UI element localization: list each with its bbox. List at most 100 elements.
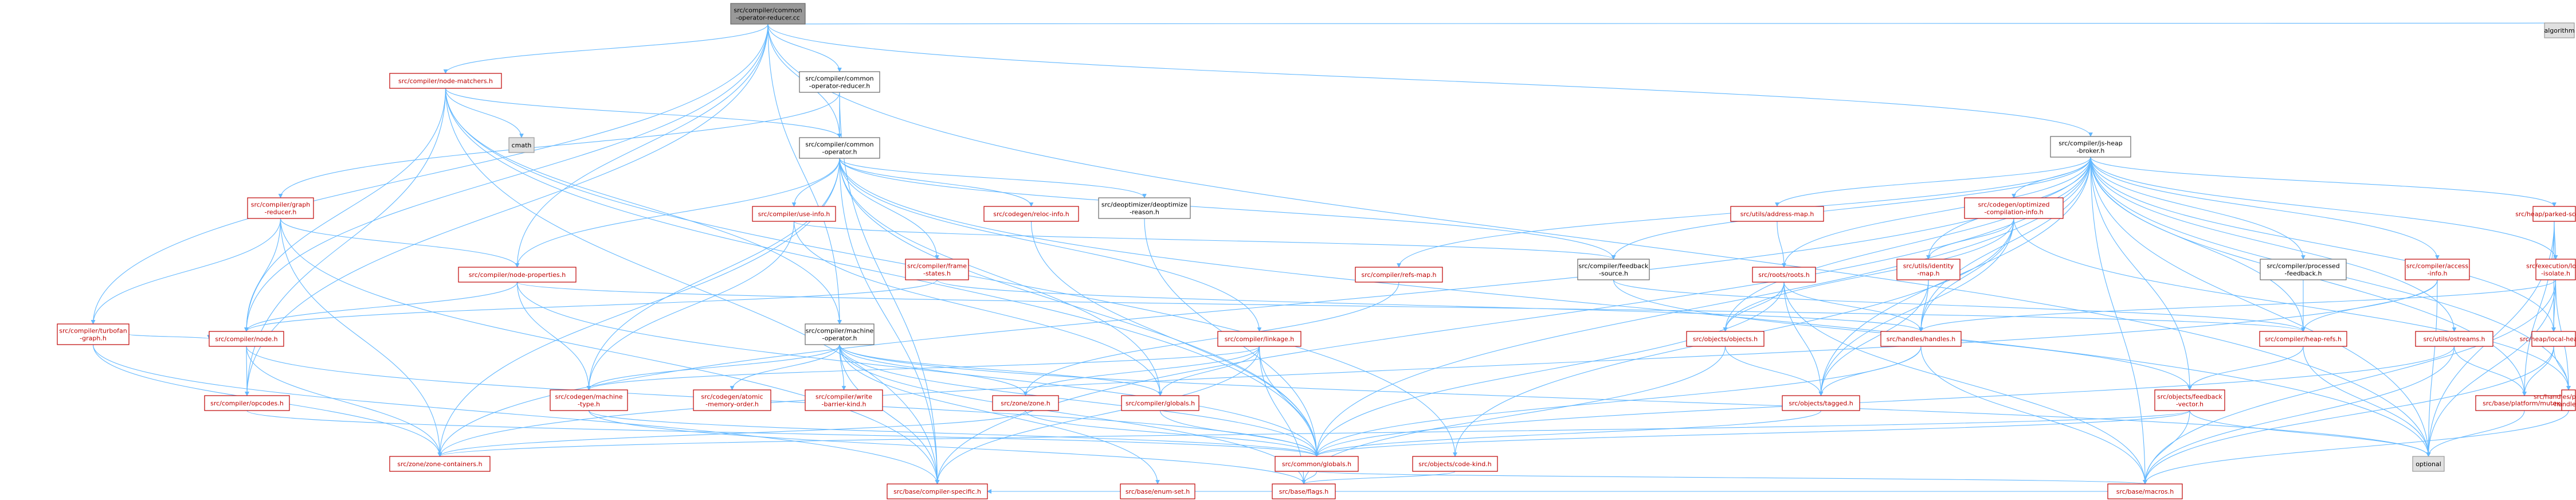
- edge-node-properties-to-common-globals: [516, 282, 1319, 457]
- graph-node-optional[interactable]: optional: [2412, 456, 2445, 472]
- edge-line: [437, 158, 840, 457]
- edge-opt-comp-info-to-identity-map: [1926, 218, 2014, 260]
- graph-node-opt-comp-info[interactable]: src/codegen/optimized-compilation-info.h: [1964, 197, 2064, 219]
- edge-code-kind-to-flags: [1301, 471, 1456, 485]
- edge-line: [2301, 279, 2438, 332]
- graph-node-feedback-vector[interactable]: src/objects/feedback-vector.h: [2154, 389, 2225, 411]
- graph-node-parked-scope[interactable]: src/heap/parked-scope.h: [2515, 206, 2576, 222]
- graph-node-node-properties[interactable]: src/compiler/node-properties.h: [458, 267, 577, 283]
- graph-node-algorithm[interactable]: algorithm: [2544, 22, 2575, 38]
- edge-line: [1919, 218, 2014, 332]
- edge-machine-operator-to-enum-set: [839, 344, 1160, 485]
- graph-node-enum-set[interactable]: src/base/enum-set.h: [1120, 483, 1195, 499]
- graph-node-macros[interactable]: src/base/macros.h: [2107, 483, 2183, 499]
- graph-node-machine-type[interactable]: src/codegen/machine-type.h: [550, 389, 628, 411]
- edge-turbofan-graph-to-compiler-specific: [92, 344, 940, 485]
- graph-node-heap-refs[interactable]: src/compiler/heap-refs.h: [2259, 331, 2347, 347]
- graph-node-write-barrier-kind[interactable]: src/compiler/write-barrier-kind.h: [805, 389, 883, 411]
- edge-root-to-opcodes: [245, 24, 769, 396]
- edge-line: [935, 157, 2091, 485]
- edge-line: [2553, 346, 2571, 390]
- graph-node-common-operator[interactable]: src/compiler/common-operator.h: [799, 137, 880, 159]
- graph-node-feedback-source[interactable]: src/compiler/feedback-source.h: [1577, 259, 1650, 280]
- edge-common-operator-to-frame-states: [839, 158, 939, 260]
- node-label: src/objects/feedback: [2157, 393, 2222, 401]
- graph-node-refs-map[interactable]: src/compiler/refs-map.h: [1355, 267, 1443, 283]
- graph-node-machine-operator[interactable]: src/compiler/machine-operator.h: [805, 323, 875, 345]
- graph-node-globals-compiler[interactable]: src/compiler/globals.h: [1121, 395, 1199, 411]
- edge-line: [839, 344, 940, 485]
- graph-node-persistent-handles[interactable]: src/handles/persistent-handles.h: [2534, 389, 2576, 411]
- graph-node-platform-mutex[interactable]: src/base/platform/mutex.h: [2475, 395, 2574, 411]
- node-label: src/zone/zone-containers.h: [397, 460, 482, 468]
- graph-node-access-info[interactable]: src/compiler/access-info.h: [2405, 259, 2470, 280]
- graph-node-use-info[interactable]: src/compiler/use-info.h: [752, 206, 836, 222]
- edge-root-to-optional: [767, 24, 2431, 457]
- graph-node-objects-objects[interactable]: src/objects/objects.h: [1686, 331, 1765, 347]
- edge-linkage-to-compiler-specific: [935, 346, 1260, 485]
- graph-node-compiler-specific[interactable]: src/base/compiler-specific.h: [887, 483, 988, 499]
- edge-line: [1301, 471, 1456, 485]
- graph-node-deopt-reason[interactable]: src/deoptimizer/deoptimize-reason.h: [1098, 197, 1191, 219]
- graph-node-address-map[interactable]: src/utils/address-map.h: [1730, 206, 1824, 222]
- edge-line: [515, 158, 840, 268]
- edge-line: [839, 344, 1160, 485]
- graph-node-frame-states[interactable]: src/compiler/frame-states.h: [905, 259, 969, 280]
- node-box: [508, 137, 535, 153]
- edge-line: [1314, 346, 2455, 457]
- edge-line: [280, 218, 940, 485]
- graph-node-local-heap[interactable]: src/heap/local-heap.h: [2520, 331, 2576, 347]
- edge-root-to-machine-operator: [767, 24, 842, 325]
- graph-node-cor-h[interactable]: src/compiler/common-operator-reducer.h: [799, 71, 880, 93]
- node-box: [2535, 259, 2576, 280]
- graph-node-zone-containers[interactable]: src/zone/zone-containers.h: [389, 456, 491, 472]
- edge-line: [1611, 157, 2091, 260]
- node-box: [2154, 389, 2225, 411]
- edge-line: [1723, 218, 2014, 332]
- graph-node-node-matchers[interactable]: src/compiler/node-matchers.h: [389, 73, 502, 89]
- graph-node-tagged[interactable]: src/objects/tagged.h: [1782, 395, 1860, 411]
- graph-node-roots[interactable]: src/roots/roots.h: [1752, 267, 1816, 283]
- graph-node-ostreams[interactable]: src/utils/ostreams.h: [2415, 331, 2493, 347]
- graph-node-turbofan-graph[interactable]: src/compiler/turbofan-graph.h: [57, 323, 130, 345]
- edge-ostreams-to-common-globals: [1314, 346, 2455, 457]
- graph-node-common-globals[interactable]: src/common/globals.h: [1275, 456, 1359, 472]
- graph-node-node[interactable]: src/compiler/node.h: [209, 331, 284, 347]
- node-label: src/compiler/turbofan: [59, 327, 127, 335]
- node-box: [887, 483, 988, 499]
- edge-line: [2143, 410, 2569, 485]
- graph-node-identity-map[interactable]: src/utils/identity-map.h: [1896, 259, 1961, 280]
- edge-use-info-to-machine-type: [586, 221, 795, 390]
- edge-line: [445, 88, 524, 138]
- node-label: src/codegen/reloc-info.h: [993, 210, 1069, 218]
- graph-node-root[interactable]: src/compiler/common-operator-reducer.cc: [730, 3, 806, 25]
- graph-node-reloc-info[interactable]: src/codegen/reloc-info.h: [983, 206, 1079, 222]
- graph-node-graph-reducer[interactable]: src/compiler/graph-reducer.h: [247, 197, 314, 219]
- graph-node-js-heap-broker[interactable]: src/compiler/js-heap-broker.h: [2050, 136, 2131, 158]
- graph-node-code-kind[interactable]: src/objects/code-kind.h: [1412, 456, 1498, 472]
- graph-node-opcodes[interactable]: src/compiler/opcodes.h: [204, 395, 290, 411]
- edge-node-matchers-to-common-operator: [445, 88, 842, 138]
- edge-line: [1314, 282, 1785, 457]
- edge-js-heap-broker-to-feedback-vector: [2090, 157, 2192, 390]
- node-box: [1412, 456, 1498, 472]
- graph-node-flags[interactable]: src/base/flags.h: [1272, 483, 1336, 499]
- graph-node-cmath[interactable]: cmath: [508, 137, 535, 153]
- edge-line: [839, 158, 1262, 332]
- node-label: src/compiler/node-properties.h: [469, 271, 566, 279]
- node-label: src/roots/roots.h: [1758, 271, 1810, 279]
- graph-node-handles[interactable]: src/handles/handles.h: [1880, 331, 1962, 347]
- edge-line: [245, 346, 249, 396]
- graph-node-local-isolate[interactable]: src/execution/local-isolate.h: [2526, 259, 2576, 280]
- edge-line: [839, 92, 940, 485]
- graph-node-zone[interactable]: src/zone/zone.h: [992, 395, 1059, 411]
- edge-line: [1920, 346, 2147, 485]
- graph-node-processed-feedback[interactable]: src/compiler/processed-feedback.h: [2260, 259, 2347, 280]
- edge-line: [1777, 221, 1786, 268]
- node-box: [1577, 259, 1650, 280]
- graph-node-atomic-memory-order[interactable]: src/codegen/atomic-memory-order.h: [693, 389, 771, 411]
- node-label: src/heap/local-heap.h: [2520, 335, 2576, 343]
- edge-root-to-node-matchers: [443, 24, 769, 74]
- graph-node-linkage[interactable]: src/compiler/linkage.h: [1217, 331, 1301, 347]
- edge-globals-compiler-to-common-globals: [1159, 410, 1319, 457]
